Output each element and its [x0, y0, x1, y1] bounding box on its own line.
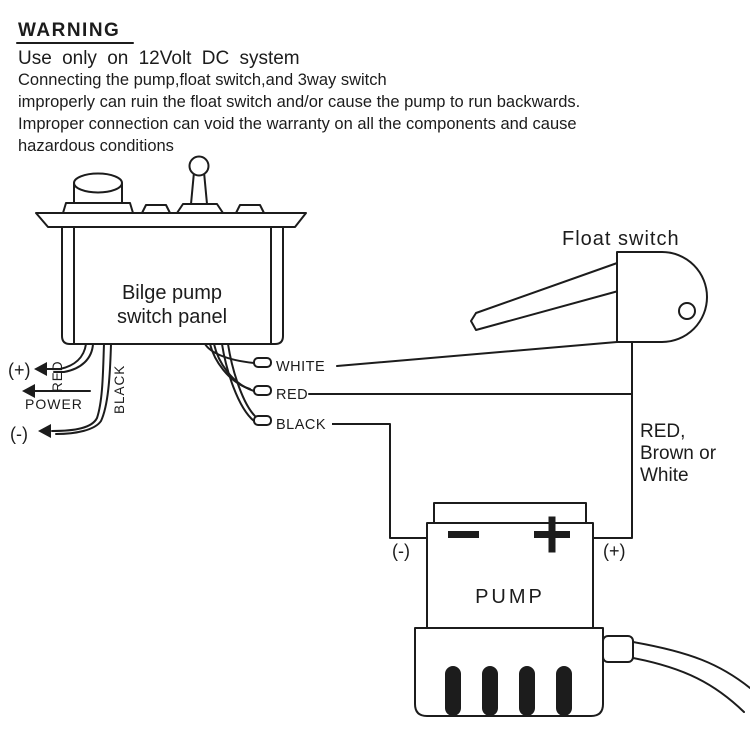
white-wire-run — [336, 341, 618, 367]
warning-line-4: Improper connection can void the warrant… — [18, 115, 577, 133]
panel-screw-tab-right — [235, 204, 265, 214]
power-wires: (+) POWER (-) RED BLACK — [8, 343, 127, 444]
pump-drawing: (-) (+) PUMP — [392, 502, 750, 717]
red-wire-label: RED — [276, 387, 308, 403]
power-red-wire-strand — [53, 343, 94, 373]
warning-line-2: Connecting the pump,float switch,and 3wa… — [18, 71, 387, 89]
black-wire-strand — [227, 343, 258, 419]
power-label: POWER — [25, 396, 83, 412]
breaker-button-icon — [62, 172, 134, 214]
panel-body — [61, 226, 284, 345]
power-black-wire-label: BLACK — [112, 365, 127, 414]
float-switch-body — [616, 251, 708, 343]
pump-minus-terminal-label: (-) — [392, 541, 410, 561]
power-arrowhead-icon — [22, 384, 35, 398]
white-wire-label: WHITE — [276, 359, 325, 375]
pump-cable-bottom — [632, 657, 745, 713]
black-wire — [221, 343, 255, 422]
white-wire-connector-icon — [253, 357, 272, 368]
pump-lid — [433, 502, 587, 524]
float-switch-label: Float switch — [562, 228, 680, 250]
warning-title: WARNING — [18, 20, 120, 41]
power-minus-label: (-) — [10, 424, 28, 444]
pump-slot-4 — [556, 666, 572, 716]
black-wire-run — [332, 423, 428, 539]
warning-line-5: hazardous conditions — [18, 137, 174, 155]
float-switch-pivot-icon — [678, 302, 696, 320]
float-wire-note-line3: White — [640, 465, 689, 486]
red-wire-strand — [209, 343, 251, 390]
float-switch-wire-run — [592, 342, 633, 539]
pump-base — [414, 627, 604, 717]
switch-panel-drawing: Bilge pump switch panel — [35, 155, 307, 345]
warning-line-3: improperly can ruin the float switch and… — [18, 93, 580, 111]
power-black-wire-strand — [55, 343, 112, 435]
pump-body — [426, 522, 594, 629]
pump-plus-vbar — [548, 516, 556, 553]
panel-output-wires: WHITE RED BLACK — [204, 341, 633, 539]
pump-cable-top — [632, 641, 750, 689]
white-wire — [204, 343, 255, 364]
pump-minus-symbol-icon — [448, 531, 479, 538]
toggle-switch-icon — [176, 155, 224, 214]
float-wire-note-line2: Brown or — [640, 443, 717, 464]
panel-mount-plate — [35, 212, 307, 228]
breaker-button-top — [73, 172, 123, 194]
panel-label-line2: switch panel — [117, 306, 227, 328]
pump-slot-2 — [482, 666, 498, 716]
black-wire-label: BLACK — [276, 417, 326, 433]
pump-plus-symbol-icon — [534, 516, 570, 553]
panel-screw-tab-left — [141, 204, 171, 214]
toggle-base-nut — [176, 203, 224, 214]
pump-slot-3 — [519, 666, 535, 716]
power-plus-label: (+) — [8, 360, 31, 380]
toggle-knob — [188, 155, 210, 177]
pump-slot-1 — [445, 666, 461, 716]
black-wire-connector-icon — [253, 415, 272, 426]
warning-block: WARNING Use only on 12Volt DC system Con… — [16, 20, 580, 155]
plus-arrowhead-icon — [34, 362, 47, 376]
red-wire-connector-icon — [253, 385, 272, 396]
panel-label-line1: Bilge pump — [122, 282, 222, 304]
warning-line-1: Use only on 12Volt DC system — [18, 48, 300, 69]
float-wire-note-line1: RED, — [640, 421, 685, 442]
minus-arrowhead-icon — [38, 424, 51, 438]
breaker-button-flange — [62, 202, 134, 214]
pump-label: PUMP — [475, 586, 545, 608]
power-red-wire — [45, 343, 87, 370]
float-switch-lever — [470, 261, 623, 331]
pump-cable-gland — [602, 635, 634, 663]
power-black-wire — [51, 343, 105, 432]
toggle-lever — [190, 171, 208, 205]
red-wire — [213, 343, 255, 392]
pump-plus-terminal-label: (+) — [603, 541, 626, 561]
power-red-wire-label: RED — [50, 360, 65, 392]
float-switch-drawing: Float switch RED, Brown or White — [470, 228, 717, 539]
